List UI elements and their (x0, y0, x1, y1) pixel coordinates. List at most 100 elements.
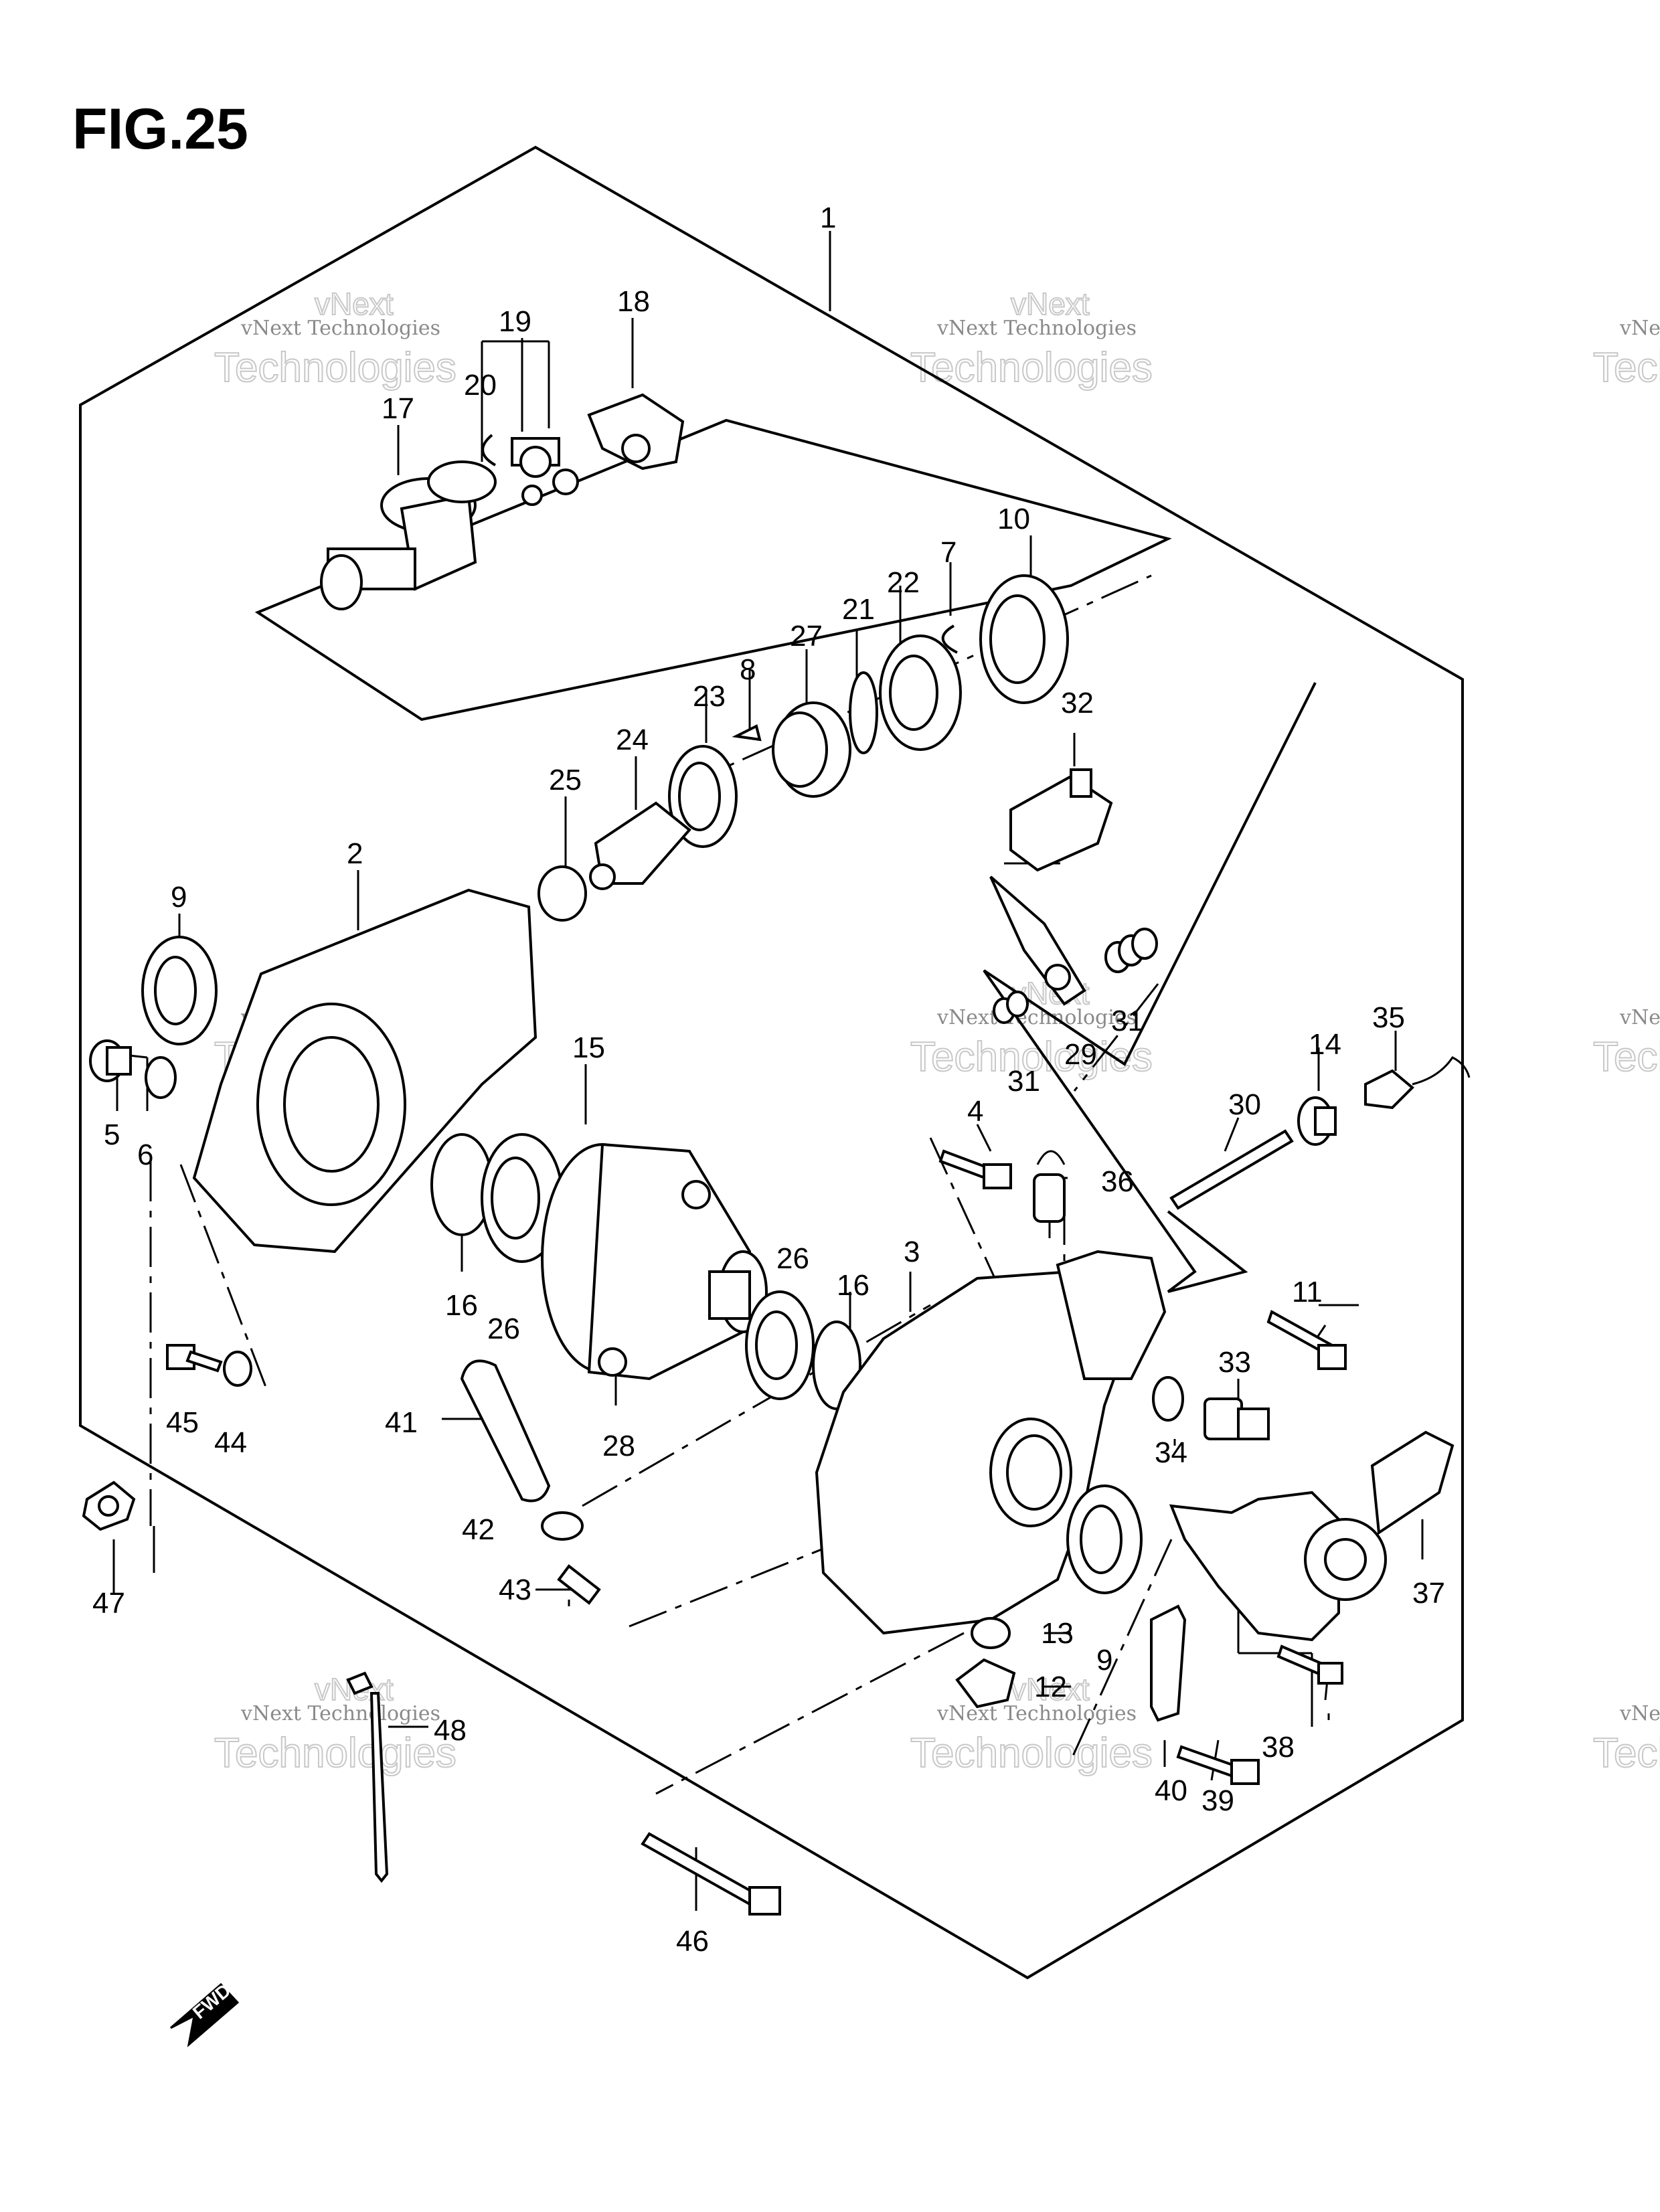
part-number-label: 27 (790, 620, 823, 653)
part-26-bearing (481, 1133, 564, 1263)
part-number-label: 41 (385, 1406, 418, 1439)
part-18-yoke (587, 393, 685, 471)
watermark-edge: vNext Technologies Technologies (1592, 317, 1660, 392)
part-13-washer (971, 1617, 1011, 1649)
part-26-bearing (745, 1290, 815, 1400)
part-35-switch (1364, 1056, 1471, 1110)
part-21-ring (849, 671, 878, 754)
part-number-label: 18 (617, 285, 650, 318)
part-number-label: 19 (499, 305, 531, 338)
watermark-edge: vNext Technologies Technologies (1592, 1006, 1660, 1081)
svg-text:vNext Technologies: vNext Technologies (1619, 1006, 1660, 1029)
shift-subgroup-outline (983, 682, 1317, 1293)
part-number-label: 30 (1228, 1088, 1261, 1121)
fwd-arrow-icon: FWD (170, 1980, 240, 2047)
part-37-actuator (1169, 1430, 1455, 1642)
svg-text:vNext Technologies: vNext Technologies (240, 1702, 440, 1725)
part-number-label: 43 (499, 1573, 531, 1606)
part-44-washer (223, 1351, 252, 1387)
part-number-label: 12 (1034, 1671, 1067, 1703)
part-25-needle-bearing (537, 865, 587, 922)
svg-text:Technologies: Technologies (910, 1730, 1153, 1776)
part-number-label: 13 (1041, 1617, 1074, 1650)
part-27-bearing-race (772, 701, 851, 798)
part-number-label: 26 (487, 1312, 520, 1345)
part-43-sleeve (557, 1564, 601, 1605)
part-number-label: 23 (693, 680, 726, 713)
part-number-label: 42 (462, 1513, 495, 1546)
svg-text:Technologies: Technologies (910, 345, 1153, 391)
watermark: vNext vNext Technologies Technologies (910, 286, 1153, 392)
part-22-bearing (879, 634, 962, 751)
part-number-label: 20 (464, 369, 497, 402)
part-number-label: 35 (1372, 1001, 1405, 1034)
part-45-bolt (166, 1344, 223, 1373)
part-41-boot (460, 1359, 551, 1503)
part-number-label: 26 (776, 1242, 809, 1275)
watermark: vNext vNext Technologies Technologies (214, 286, 457, 392)
part-number-label: 24 (616, 724, 649, 756)
part-number-label: 46 (676, 1925, 709, 1958)
part-number-label: 32 (1061, 687, 1094, 719)
part-number-label: 16 (445, 1289, 478, 1322)
part-number-label: 9 (171, 881, 187, 914)
svg-text:vNext Technologies: vNext Technologies (1619, 1702, 1660, 1725)
svg-text:Technologies: Technologies (214, 345, 456, 391)
part-number-label: 22 (887, 566, 920, 599)
assembly-outline (79, 145, 1464, 1980)
part-6-washer (145, 1056, 177, 1099)
svg-text:vNext: vNext (315, 286, 394, 321)
part-17-flange-shaft (320, 460, 497, 610)
part-number-label: 1 (820, 201, 836, 234)
part-40-bracket (1150, 1604, 1187, 1722)
part-7-circlip (941, 624, 958, 654)
part-48-pin (346, 1671, 389, 1883)
part-31-spring (1104, 928, 1158, 973)
part-number-label: 36 (1101, 1165, 1134, 1198)
part-number-label: 15 (572, 1031, 605, 1064)
svg-text:vNext Technologies: vNext Technologies (1619, 317, 1660, 340)
part-10-oil-seal (979, 574, 1069, 704)
part-36-sensor (1033, 1150, 1066, 1238)
part-number-label: 31 (1111, 1005, 1144, 1037)
part-number-label: 4 (967, 1095, 983, 1128)
part-number-label: 5 (104, 1118, 120, 1151)
part-number-label: 31 (1007, 1065, 1040, 1098)
part-number-label: 16 (837, 1269, 869, 1302)
part-number-label: 21 (842, 593, 875, 626)
part-19-universal-joint (511, 437, 579, 506)
watermark: vNext vNext Technologies Technologies (214, 1671, 457, 1777)
svg-text:vNext Technologies: vNext Technologies (936, 1702, 1137, 1725)
part-number-label: 2 (347, 837, 363, 870)
svg-text:vNext Technologies: vNext Technologies (936, 317, 1137, 340)
watermark: vNext vNext Technologies Technologies (910, 1671, 1153, 1777)
part-39-bolt (1176, 1745, 1260, 1785)
part-number-label: 6 (137, 1138, 153, 1171)
part-number-label: 48 (434, 1714, 467, 1747)
svg-text:Technologies: Technologies (1593, 345, 1660, 391)
part-38-bolt (1276, 1644, 1343, 1685)
part-46-bolt (641, 1832, 781, 1916)
part-32-shift-fork (1009, 768, 1113, 872)
part-number-label: 33 (1218, 1346, 1251, 1379)
part-30-shaft (1169, 1129, 1294, 1210)
part-number-labels: 1 2 3 4 5 6 7 8 9 9 10 11 12 13 14 15 16… (92, 201, 1445, 1958)
part-number-label: 38 (1262, 1731, 1295, 1764)
part-number-label: 34 (1155, 1436, 1187, 1469)
part-number-label: 9 (1096, 1644, 1112, 1677)
part-4-bolt (938, 1149, 1012, 1189)
watermark-edge: vNext Technologies Technologies (1592, 1702, 1660, 1777)
part-number-label: 47 (92, 1587, 125, 1620)
part-5-plug (89, 1039, 132, 1082)
part-number-label: 28 (602, 1430, 635, 1462)
svg-text:Technologies: Technologies (214, 1730, 456, 1776)
part-number-label: 7 (940, 536, 957, 569)
part-number-label: 17 (382, 392, 414, 425)
part-2-front-housing (192, 888, 537, 1254)
svg-text:vNext Technologies: vNext Technologies (936, 1006, 1137, 1029)
part-28-differential (541, 1142, 768, 1381)
part-29-shift-rod (989, 875, 1086, 1006)
part-11-bolt (1266, 1310, 1347, 1370)
part-23-bearing (668, 745, 738, 848)
part-number-label: 44 (214, 1426, 247, 1459)
